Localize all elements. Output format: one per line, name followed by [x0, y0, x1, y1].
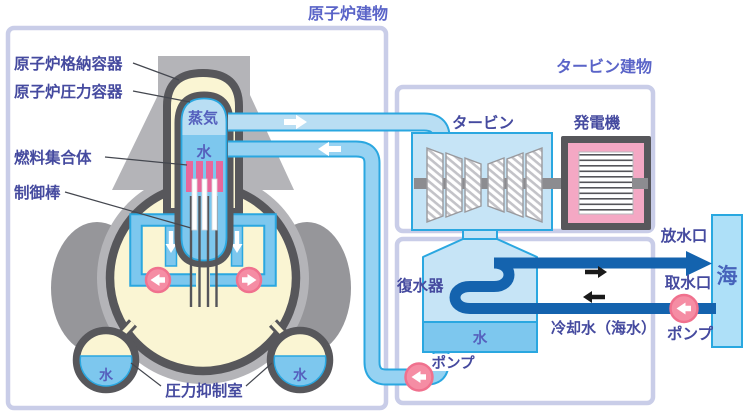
turbine-unit: タービン: [411, 114, 580, 243]
turbine-blades: [426, 146, 543, 224]
sea-label: 海: [717, 264, 738, 288]
condensate-pump-arrow-icon: [411, 371, 426, 383]
cooling-water-label: 冷却水（海水）: [551, 319, 656, 337]
condenser-water-label: 水: [473, 329, 488, 347]
suppression-water-right-label: 水: [293, 367, 308, 383]
recirc-pump-left-arrow-icon: [150, 274, 165, 286]
fuel-leader-line: [104, 156, 188, 166]
vessel-liner: [180, 97, 228, 262]
discharge-arrowhead-icon: [686, 251, 712, 276]
suppression-chambers: 水 水: [72, 326, 334, 394]
intake-label: 取水口: [665, 273, 712, 292]
callouts: 原子炉格納容器 原子炉圧力容器 燃料集合体 制御棒 圧力抑制室: [14, 54, 273, 400]
control-rods-label: 制御棒: [14, 183, 61, 202]
generator-rotor: [578, 151, 634, 215]
turbine-building-label: タービン建物: [556, 57, 652, 76]
recirc-pump-right-arrow-icon: [242, 274, 257, 286]
suppression-leader-right: [245, 362, 273, 387]
seawater-pump-arrow-icon: [676, 302, 691, 315]
feedwater-flow-arrow-icon: [318, 141, 341, 157]
control-rods: [191, 178, 218, 231]
generator-label: 発電機: [573, 113, 621, 132]
condenser-label: 復水器: [396, 276, 444, 295]
generator-unit: 発電機: [561, 113, 651, 230]
suppression-water-right: [273, 355, 327, 387]
steam-flow-arrow-icon: [284, 114, 307, 130]
containment-label: 原子炉格納容器: [14, 54, 123, 73]
generator-shaft-stub: [632, 178, 648, 189]
pressure-vessel-label: 原子炉圧力容器: [14, 82, 123, 101]
condenser-hotwell: [422, 321, 538, 353]
sea-box: [711, 214, 743, 348]
suppression-chamber-label: 圧力抑制室: [165, 381, 243, 400]
fuel-assembly-label: 燃料集合体: [14, 148, 92, 167]
seawater-circuit: 放水口 取水口 ポンプ 冷却水（海水） 海: [449, 226, 738, 343]
steam-region: [181, 98, 227, 135]
reactor-building-label: 原子炉建物: [308, 4, 388, 23]
recirculation-loops: [129, 213, 277, 294]
sea-pump-label: ポンプ: [667, 324, 714, 343]
suppression-water-left: [79, 355, 133, 387]
suppression-leader-left: [130, 362, 162, 387]
discharge-outlet-label: 放水口: [660, 226, 708, 245]
suppression-water-left-label: 水: [99, 367, 114, 383]
intake-flow-arrow-icon: [583, 291, 605, 303]
flow-down-arrow-right: [231, 231, 243, 253]
vessel-water-label: 水: [196, 143, 212, 161]
condensate-pump-label-box: [428, 354, 478, 371]
turbine-label: タービン: [452, 114, 514, 132]
containment-leader-line: [132, 62, 180, 81]
condensate-pump: ポンプ: [404, 354, 478, 392]
flow-down-arrow-left: [165, 231, 177, 253]
cooling-coil-and-pipes: [449, 257, 716, 314]
condensate-pump-label: ポンプ: [431, 354, 475, 372]
feedwater-pipe: [228, 142, 448, 384]
steam-label: 蒸気: [188, 109, 218, 127]
discharge-flow-arrow-icon: [585, 266, 607, 278]
fuel-rods: [186, 161, 223, 192]
control-rod-leader-line: [64, 191, 192, 229]
vessel-leader-line: [132, 90, 191, 103]
